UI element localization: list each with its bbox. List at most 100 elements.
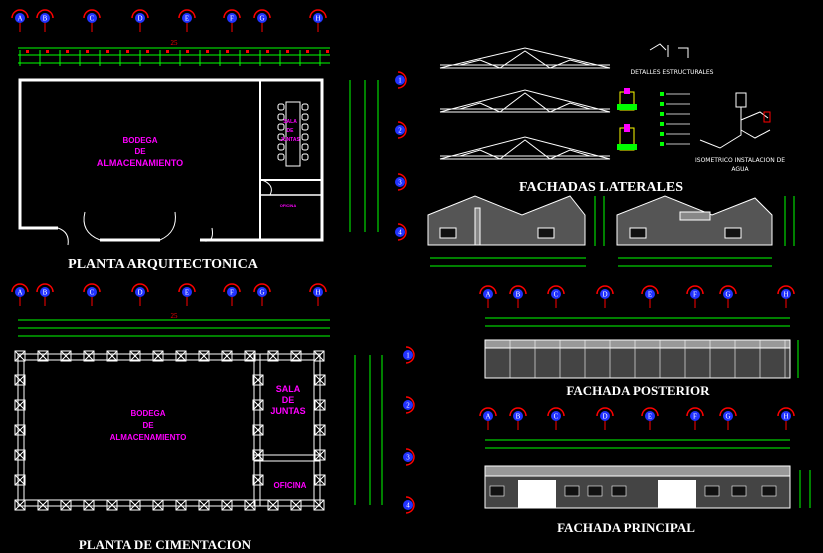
dimension-lines-arq <box>18 47 330 64</box>
trusses <box>439 47 611 160</box>
title-fachada-principal: FACHADA PRINCIPAL <box>557 520 695 535</box>
svg-text:B: B <box>516 291 521 299</box>
svg-text:A: A <box>485 291 490 299</box>
axis-bubbles-top-arq: A B C D E F G H <box>11 9 327 32</box>
door-arcs-arq <box>57 179 272 246</box>
room-label-de: DE <box>134 147 146 156</box>
svg-text:D: D <box>137 15 142 23</box>
cim-label-almacenamiento: ALMACENAMIENTO <box>110 433 187 442</box>
cim-axis-bubble-c: C <box>83 283 101 306</box>
cim-axis-bubble-e: E <box>178 283 196 306</box>
axis-bubble-c: C <box>83 9 101 32</box>
dimension-ticks-arq <box>19 50 329 66</box>
svg-text:G: G <box>259 15 264 23</box>
principal-axis-e: E <box>641 407 659 430</box>
principal-side-dims <box>799 470 811 508</box>
label-isometrico-1: ISOMETRICO INSTALACION DE <box>695 157 785 164</box>
lateral-facade-left <box>427 195 586 246</box>
cim-axis-bubble-f: F <box>223 283 241 306</box>
svg-text:B: B <box>516 413 521 421</box>
cim-label-juntas: JUNTAS <box>270 406 305 416</box>
cim-axis-side-1: 1 <box>403 346 415 364</box>
axis-bubble-side-2: 2 <box>395 121 407 139</box>
axis-bubble-g: G <box>253 9 271 32</box>
room-label-sala: SALA <box>283 119 297 125</box>
posterior-axis-e: E <box>641 285 659 308</box>
principal-axis-d: D <box>596 407 614 430</box>
svg-text:E: E <box>185 289 189 297</box>
cim-label-sala: SALA <box>276 384 301 394</box>
svg-text:F: F <box>693 413 697 421</box>
svg-text:B: B <box>43 289 48 297</box>
posterior-axis-h: H <box>777 285 795 308</box>
lateral-facade-right <box>616 195 773 246</box>
svg-text:A: A <box>485 413 490 421</box>
svg-text:C: C <box>554 413 559 421</box>
axis-bubble-d: D <box>131 9 149 32</box>
svg-text:2: 2 <box>398 127 402 135</box>
room-label-almacenamiento: ALMACENAMIENTO <box>97 158 183 168</box>
footings <box>14 350 326 511</box>
cim-label-bodega: BODEGA <box>130 409 165 418</box>
posterior-axis-b: B <box>509 285 527 308</box>
svg-text:3: 3 <box>398 179 402 187</box>
axis-bubble-side-4: 4 <box>395 223 407 241</box>
meeting-table <box>277 101 309 167</box>
title-fachada-posterior: FACHADA POSTERIOR <box>566 383 710 398</box>
lateral-dims <box>430 196 795 267</box>
axis-bubble-h: H <box>309 9 327 32</box>
room-label-sala-de: DE <box>287 128 295 134</box>
footing-details <box>617 88 690 151</box>
svg-text:C: C <box>554 291 559 299</box>
principal-facade <box>484 465 791 509</box>
posterior-axis-c: C <box>547 285 565 308</box>
posterior-axis-d: D <box>596 285 614 308</box>
dim-total-cim: 25 <box>171 312 179 320</box>
svg-text:F: F <box>230 289 234 297</box>
axis-bubble-side-1: 1 <box>395 71 407 89</box>
posterior-axis-a: A <box>479 285 497 308</box>
posterior-facade <box>484 339 791 379</box>
svg-text:C: C <box>90 289 95 297</box>
cim-axis-bubble-h: H <box>309 283 327 306</box>
principal-axis-c: C <box>547 407 565 430</box>
svg-text:D: D <box>602 413 607 421</box>
svg-text:F: F <box>230 15 234 23</box>
axis-bubble-e: E <box>178 9 196 32</box>
svg-text:2: 2 <box>406 402 410 410</box>
room-label-bodega: BODEGA <box>122 136 157 145</box>
cim-axis-side-2: 2 <box>403 396 415 414</box>
dimension-lines-side-cim <box>354 355 383 505</box>
svg-text:H: H <box>315 15 320 23</box>
cim-label-de: DE <box>142 421 154 430</box>
axis-bubble-b: B <box>36 9 54 32</box>
axis-bubble-side-3: 3 <box>395 173 407 191</box>
dim-total-arq: 25 <box>171 39 179 47</box>
room-label-juntas: JUNTAS <box>280 137 300 143</box>
svg-text:E: E <box>185 15 189 23</box>
svg-text:A: A <box>17 15 22 23</box>
svg-text:E: E <box>648 413 652 421</box>
cim-axis-bubble-a: A <box>11 283 29 306</box>
svg-text:H: H <box>783 413 788 421</box>
svg-text:B: B <box>43 15 48 23</box>
svg-text:4: 4 <box>398 229 402 237</box>
svg-text:G: G <box>725 291 730 299</box>
svg-text:1: 1 <box>406 352 410 360</box>
svg-text:H: H <box>783 291 788 299</box>
principal-dims <box>485 439 790 449</box>
posterior-axis-f: F <box>686 285 704 308</box>
dimension-lines-side-arq <box>349 80 379 232</box>
label-isometrico-2: AGUA <box>731 166 749 173</box>
svg-text:D: D <box>137 289 142 297</box>
cim-axis-bubble-g: G <box>253 283 271 306</box>
principal-axis-b: B <box>509 407 527 430</box>
svg-text:G: G <box>259 289 264 297</box>
svg-text:1: 1 <box>398 77 402 85</box>
cim-axis-side-4: 4 <box>403 496 415 514</box>
cim-label-sala-de: DE <box>282 395 295 405</box>
